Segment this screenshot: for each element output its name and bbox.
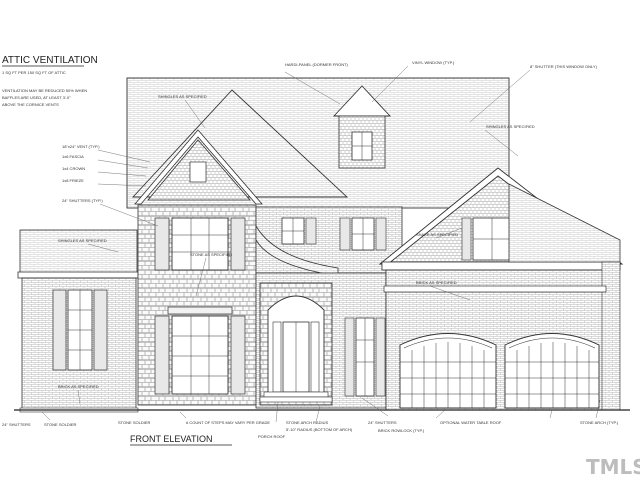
callout-stone-soldier-left: STONE SOLDIER xyxy=(44,422,76,427)
entry-porch xyxy=(255,272,387,409)
step xyxy=(263,391,329,398)
shutter xyxy=(154,315,170,395)
callout-shutter-window: 8" SHUTTER (THIS WINDOW ONLY) xyxy=(530,64,598,69)
stone-soldier xyxy=(167,306,233,315)
callout-brick-right: BRICK AS SPECIFIED xyxy=(416,280,457,285)
tower-lower-window xyxy=(171,315,229,395)
callout-shutters-bottom: 24" SHUTTERS xyxy=(2,422,31,427)
header-title: ATTIC VENTILATION xyxy=(2,55,98,66)
callout-labels: HARDI-PANEL (DORMER FRONT) SHINGLES AS S… xyxy=(2,60,619,439)
callout-vinyl-window: VINYL WINDOW (TYP.) xyxy=(412,60,455,65)
callout-water-table: OPTIONAL WATER TABLE ROOF xyxy=(440,420,502,425)
footer-title: FRONT ELEVATION xyxy=(130,434,213,444)
callout-fascia: 1x6 FASCIA xyxy=(62,154,84,159)
callout-shake: SHAKE AS SPECIFIED xyxy=(416,232,458,237)
tower-upper-window xyxy=(171,217,229,271)
callout-shingles-right: SHINGLES AS SPECIFIED xyxy=(486,124,535,129)
callout-shingles-left: SHINGLES AS SPECIFIED xyxy=(58,238,107,243)
callout-hardi-panel: HARDI-PANEL (DORMER FRONT) xyxy=(285,62,349,67)
callout-brick-left: BRICK AS SPECIFIED xyxy=(58,384,99,389)
shutter xyxy=(52,289,67,371)
shutter xyxy=(230,315,246,395)
callout-crown: 1x4 CROWN xyxy=(62,166,85,171)
gable-vent xyxy=(189,161,207,183)
step xyxy=(259,396,333,403)
callout-shutters-right: 24" SHUTTERS xyxy=(368,420,397,425)
dormer xyxy=(332,85,392,169)
callout-shingles: SHINGLES AS SPECIFIED xyxy=(158,94,207,99)
garage-door xyxy=(504,333,600,409)
middle-upper-wall xyxy=(255,206,403,274)
shutter xyxy=(230,217,246,271)
garage-door xyxy=(399,333,497,409)
callout-arch-radius: 5'-10" RADIUS (BOTTOM OF ARCH) xyxy=(286,427,353,432)
shutter xyxy=(93,289,108,371)
header-note-1: 1 SQ FT PER 150 SQ FT OF ATTIC xyxy=(2,70,66,75)
left-wing-window xyxy=(52,289,108,371)
callout-shutters-left: 24" SHUTTERS (TYP.) xyxy=(62,198,103,203)
right-roof-slope xyxy=(508,183,621,263)
callout-stone: STONE AS SPECIFIED xyxy=(190,252,232,257)
garage xyxy=(383,261,621,411)
header-note-4: ABOVE THE CORNICE VENTS xyxy=(2,102,59,107)
watermark-logo: TMLS xyxy=(586,455,640,479)
left-wing xyxy=(17,229,139,413)
stone-tower xyxy=(134,129,263,406)
header-note-3: BAFFLES ARE USED, AT LEAST 3'-0" xyxy=(2,95,71,100)
callout-steps: # COUNT OF STEPS MAY VARY PER GRADE xyxy=(186,420,270,425)
callouts xyxy=(41,65,601,423)
callout-frieze: 1x8 FRIEZE xyxy=(62,178,84,183)
callout-stone-soldier-mid: STONE SOLDIER xyxy=(118,420,150,425)
header-note-2: VENTILATION MAY BE REDUCED 50% WHEN xyxy=(2,88,87,93)
callout-stone-arch-radius: STONE ARCH RADIUS xyxy=(286,420,328,425)
callout-porch-roof: PORCH ROOF xyxy=(258,434,286,439)
callout-gable-vent: 18"x24" VENT (TYP.) xyxy=(62,144,100,149)
callout-brick-rowlock: BRICK ROWLOCK (TYP.) xyxy=(378,428,425,433)
shutter xyxy=(154,217,170,271)
header-notes: ATTIC VENTILATION 1 SQ FT PER 150 SQ FT … xyxy=(2,55,98,107)
callout-stone-arch: STONE ARCH (TYP.) xyxy=(580,420,619,425)
